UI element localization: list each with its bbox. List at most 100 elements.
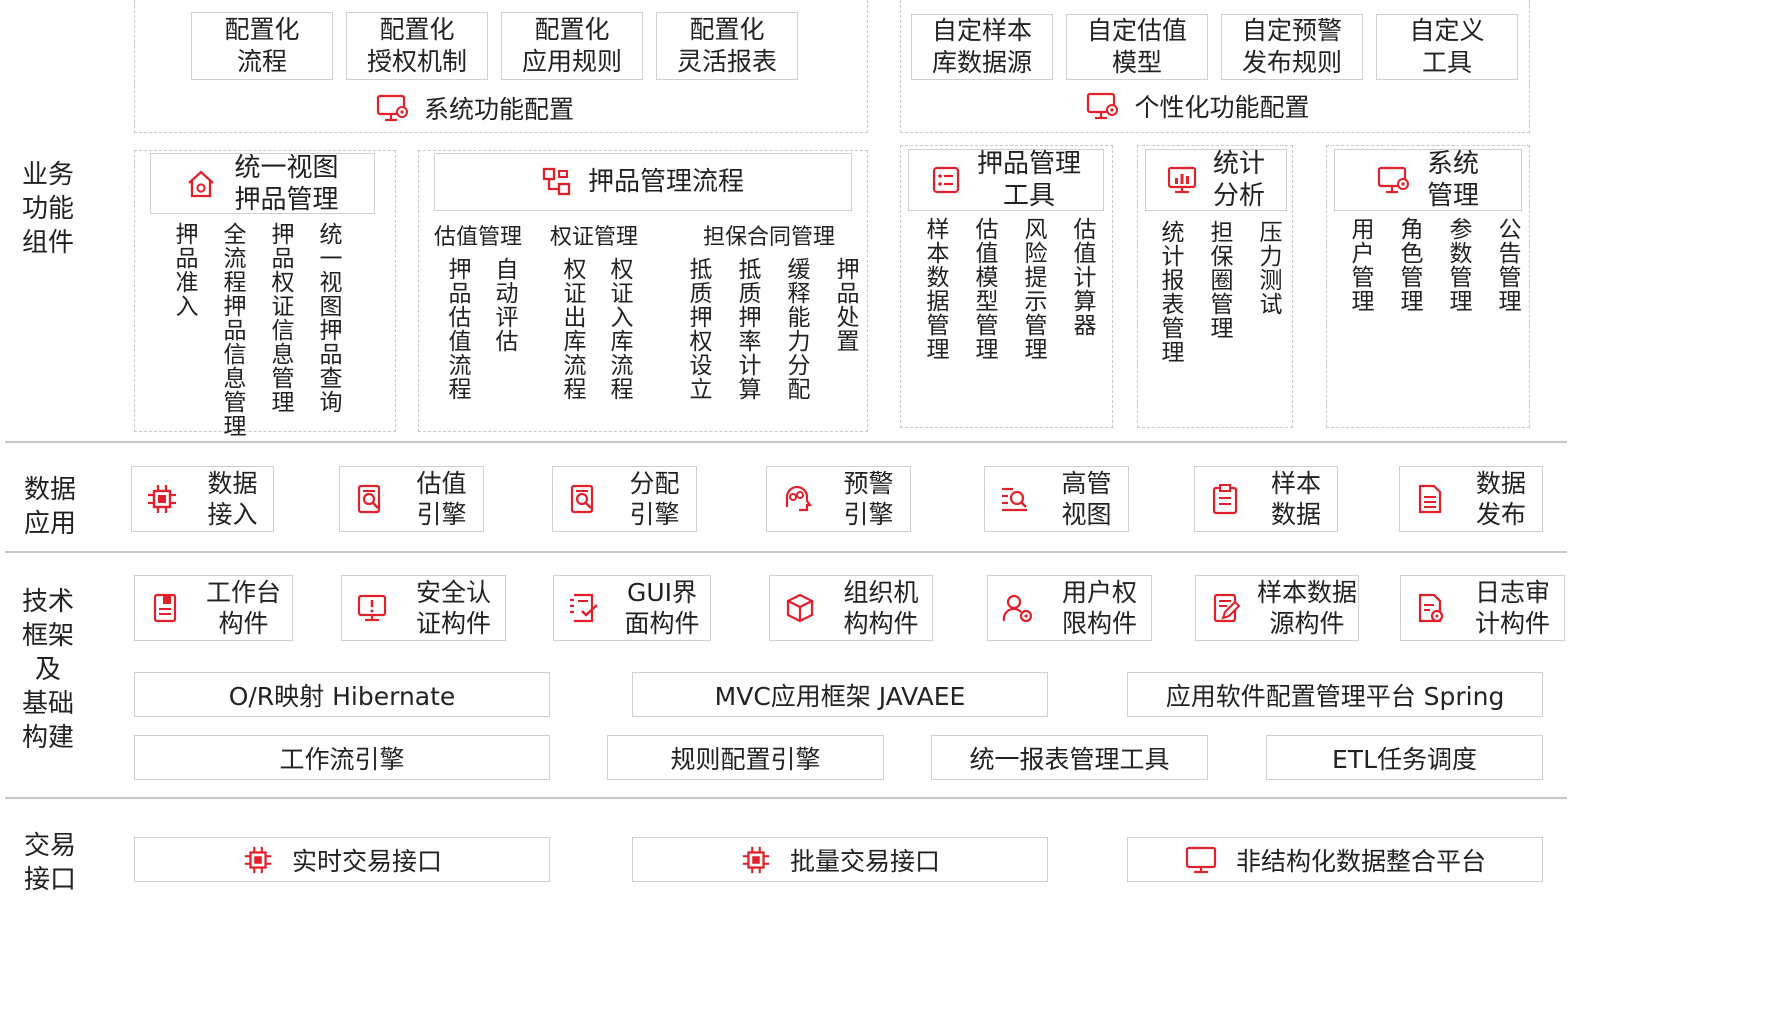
data-tile-label: 高管 视图 <box>1061 469 1112 529</box>
data-tile-label: 预警 引擎 <box>843 469 894 529</box>
tech-tile-label: 日志审 计构件 <box>1474 578 1550 638</box>
personal-config-item: 自定预警 发布规则 <box>1221 14 1363 80</box>
engine-label: 工作流引擎 <box>279 744 405 774</box>
chip-icon <box>242 844 274 876</box>
data-tile-label: 数据 发布 <box>1475 469 1526 529</box>
data-tile-valuation: 估值 引擎 <box>339 466 484 532</box>
interface-unstructured: 非结构化数据整合平台 <box>1127 837 1543 882</box>
data-tile-label: 分配 引擎 <box>629 469 680 529</box>
collateral-flow-header: 押品管理流程 <box>434 153 852 211</box>
tools-header: 押品管理 工具 <box>908 149 1104 211</box>
collateral-flow-item: 抵质押率计算 <box>734 257 760 401</box>
personal-config-caption: 个性化功能配置 <box>1078 86 1318 126</box>
data-tile-publish: 数据 发布 <box>1399 466 1543 532</box>
tech-tile-label: GUI界 面构件 <box>624 578 700 638</box>
stats-panel <box>1137 145 1293 428</box>
sys-config-item: 配置化 流程 <box>191 12 333 80</box>
data-tile-ingest: 数据 接入 <box>131 466 274 532</box>
personal-config-caption-text: 个性化功能配置 <box>1134 93 1310 122</box>
sys-config-caption: 系统功能配置 <box>370 88 580 128</box>
framework-label: 应用软件配置管理平台 Spring <box>1165 681 1505 711</box>
collateral-flow-item: 自动评估 <box>491 257 517 353</box>
collateral-flow-panel <box>418 150 868 432</box>
tech-tile-sample-source: 样本数据 源构件 <box>1195 575 1359 641</box>
sysmgmt-panel <box>1326 145 1530 428</box>
interface-label: 实时交易接口 <box>291 846 442 876</box>
checklist-doc-icon <box>554 592 614 624</box>
doc-search-icon <box>553 483 613 515</box>
tech-tile-gui: GUI界 面构件 <box>553 575 711 641</box>
unified-view-item: 全流程押品信息管理 <box>219 222 245 438</box>
sysmgmt-item: 公告管理 <box>1494 217 1520 313</box>
collateral-flow-item: 押品估值流程 <box>444 257 470 401</box>
doc-search-icon <box>340 483 400 515</box>
tools-item: 估值计算器 <box>1069 217 1095 337</box>
tech-tile-audit-log: 日志审 计构件 <box>1400 575 1565 641</box>
stats-item: 压力测试 <box>1255 220 1281 316</box>
stats-item: 担保圈管理 <box>1206 220 1232 340</box>
sysmgmt-title: 系统 管理 <box>1426 149 1479 211</box>
monitor-alert-icon <box>342 593 402 623</box>
personal-config-item: 自定义 工具 <box>1376 14 1518 80</box>
separator-3 <box>5 797 1567 799</box>
collateral-flow-item: 权证出库流程 <box>559 257 585 401</box>
monitor-gear-icon <box>1086 91 1120 121</box>
tech-tile-user-perm: 用户权 限构件 <box>987 575 1152 641</box>
bar-chart-icon <box>1167 165 1197 195</box>
monitor-gear-icon <box>376 93 410 123</box>
stats-title: 统计 分析 <box>1212 149 1265 211</box>
engine-label: ETL任务调度 <box>1332 744 1477 774</box>
row-label-tech: 技术 框架 及 基础 构建 <box>21 587 74 753</box>
tools-item: 样本数据管理 <box>922 217 948 361</box>
data-tile-label: 样本 数据 <box>1270 469 1321 529</box>
sysmgmt-item: 角色管理 <box>1396 217 1422 313</box>
data-tile-allocation: 分配 引擎 <box>552 466 697 532</box>
framework-label: O/R映射 Hibernate <box>228 681 456 711</box>
tech-tile-org: 组织机 构构件 <box>769 575 933 641</box>
list-search-icon <box>985 484 1045 514</box>
framework-javaee: MVC应用框架 JAVAEE <box>632 672 1048 717</box>
unified-view-item: 统一视图押品查询 <box>315 222 341 414</box>
sys-config-item: 配置化 灵活报表 <box>656 12 798 80</box>
personal-config-item: 自定估值 模型 <box>1066 14 1208 80</box>
framework-hibernate: O/R映射 Hibernate <box>134 672 550 717</box>
engine-workflow: 工作流引擎 <box>134 735 550 780</box>
sysmgmt-item: 用户管理 <box>1347 217 1373 313</box>
checklist-icon <box>931 165 961 195</box>
tech-tile-label: 安全认 证构件 <box>415 578 491 638</box>
flow-icon <box>542 167 572 197</box>
interface-label: 非结构化数据整合平台 <box>1235 846 1486 876</box>
unified-view-item: 押品准入 <box>171 222 197 318</box>
tech-tile-label: 工作台 构件 <box>205 578 281 638</box>
row-label-trade: 交易 接口 <box>23 831 76 895</box>
sys-config-panel <box>134 0 868 133</box>
stats-item: 统计报表管理 <box>1157 220 1183 364</box>
engine-rules: 规则配置引擎 <box>607 735 884 780</box>
valuation-group-label: 估值管理 <box>434 225 523 250</box>
engine-etl: ETL任务调度 <box>1266 735 1543 780</box>
house-gear-icon <box>186 169 218 199</box>
sysmgmt-header: 系统 管理 <box>1334 149 1522 211</box>
notebook-icon <box>135 592 195 624</box>
monitor-gear-icon <box>1377 165 1411 195</box>
stats-header: 统计 分析 <box>1145 149 1287 211</box>
collateral-flow-title: 押品管理流程 <box>587 167 744 197</box>
collateral-flow-item: 抵质押权设立 <box>685 257 711 401</box>
interface-batch: 批量交易接口 <box>632 837 1048 882</box>
cube-icon <box>770 592 830 624</box>
doc-edit-icon <box>1196 592 1256 624</box>
sysmgmt-item: 参数管理 <box>1445 217 1471 313</box>
tools-title: 押品管理 工具 <box>976 149 1081 211</box>
tools-panel <box>900 145 1113 428</box>
chip-icon <box>132 482 192 516</box>
tech-tile-workbench: 工作台 构件 <box>134 575 293 641</box>
tools-item: 风险提示管理 <box>1020 217 1046 361</box>
collateral-flow-item: 权证入库流程 <box>606 257 632 401</box>
monitor-icon <box>1184 845 1218 875</box>
row-label-business: 业务 功能 组件 <box>21 160 74 258</box>
engine-label: 统一报表管理工具 <box>969 744 1170 774</box>
data-tile-exec-view: 高管 视图 <box>984 466 1129 532</box>
interface-label: 批量交易接口 <box>789 846 940 876</box>
document-icon <box>1400 483 1460 515</box>
unified-view-header: 统一视图 押品管理 <box>150 153 375 215</box>
